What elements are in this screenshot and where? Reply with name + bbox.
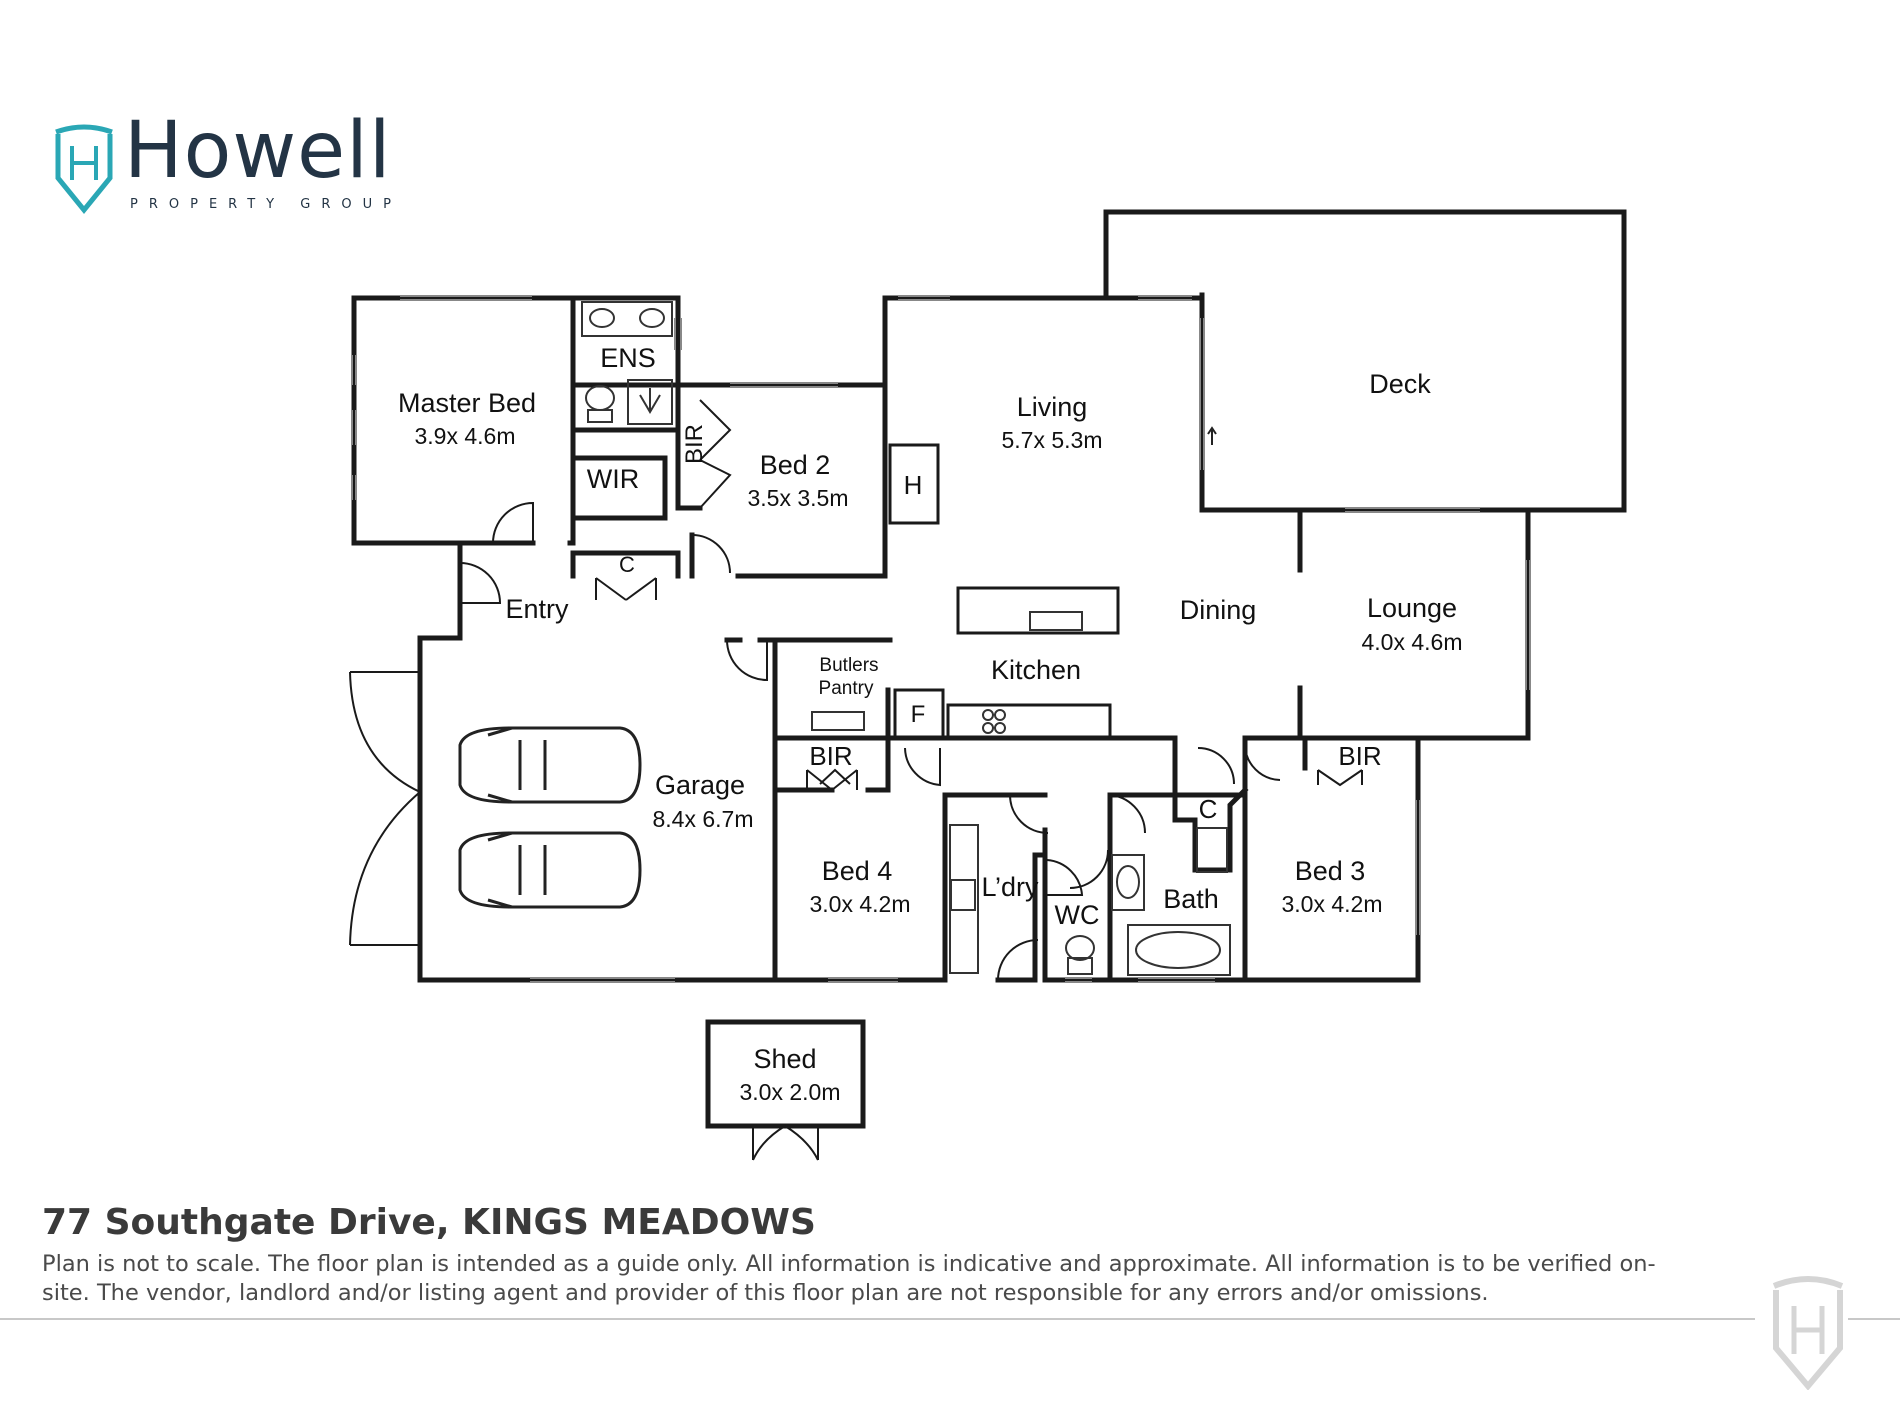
brand-tagline: PROPERTY GROUP	[130, 197, 402, 212]
bed3-dims: 3.0x 4.2m	[1282, 891, 1383, 917]
bed4-label: Bed 4	[822, 856, 893, 886]
disclaimer-text: Plan is not to scale. The floor plan is …	[42, 1251, 1656, 1306]
shed-dims: 3.0x 2.0m	[740, 1079, 841, 1105]
butlers-label: Butlers	[819, 655, 878, 676]
pantry-label: Pantry	[819, 678, 874, 699]
footer-divider	[0, 1318, 1755, 1320]
entry-label: Entry	[505, 594, 569, 624]
kitchen-label: Kitchen	[991, 655, 1081, 685]
shed-outline	[705, 1019, 866, 1129]
bir-bed4-label: BIR	[809, 741, 852, 771]
shed-label: Shed	[753, 1044, 816, 1074]
bed3-label: Bed 3	[1295, 856, 1366, 886]
cupboard-bath-label: C	[1199, 794, 1218, 824]
bath-label: Bath	[1163, 884, 1219, 914]
bed2-label: Bed 2	[760, 450, 831, 480]
brand-name: Howell	[124, 106, 392, 196]
wir-label: WIR	[587, 464, 639, 494]
bir-bed2-label: BIR	[681, 424, 708, 464]
heater-label: H	[904, 470, 923, 500]
garage-dims: 8.4x 6.7m	[653, 806, 754, 832]
cupboard-entry-label: C	[619, 552, 635, 577]
bed2-dims: 3.5x 3.5m	[748, 485, 849, 511]
master-bed-label: Master Bed	[398, 388, 536, 418]
lounge-dims: 4.0x 4.6m	[1362, 629, 1463, 655]
bir-bed3-label: BIR	[1338, 741, 1381, 771]
master-bed-dims: 3.9x 4.6m	[415, 423, 516, 449]
wc-label: WC	[1055, 900, 1100, 930]
garage-label: Garage	[655, 770, 745, 800]
master-bed-walls	[351, 295, 681, 546]
living-dims: 5.7x 5.3m	[1002, 427, 1103, 453]
laundry-label: L’dry	[981, 872, 1039, 902]
living-label: Living	[1017, 392, 1088, 422]
howell-shield-logo-icon	[55, 124, 113, 214]
lounge-label: Lounge	[1367, 593, 1457, 623]
deck-label: Deck	[1369, 369, 1431, 399]
ens-label: ENS	[600, 343, 656, 373]
dining-label: Dining	[1180, 595, 1257, 625]
deck-outline	[1103, 209, 1627, 513]
bed4-dims: 3.0x 4.2m	[810, 891, 911, 917]
footer-divider-right	[1848, 1318, 1900, 1320]
fridge-label: F	[911, 701, 926, 728]
footer-shield-watermark-icon	[1772, 1276, 1844, 1390]
property-address: 77 Southgate Drive, KINGS MEADOWS	[42, 1202, 816, 1243]
car-icon	[458, 726, 642, 909]
